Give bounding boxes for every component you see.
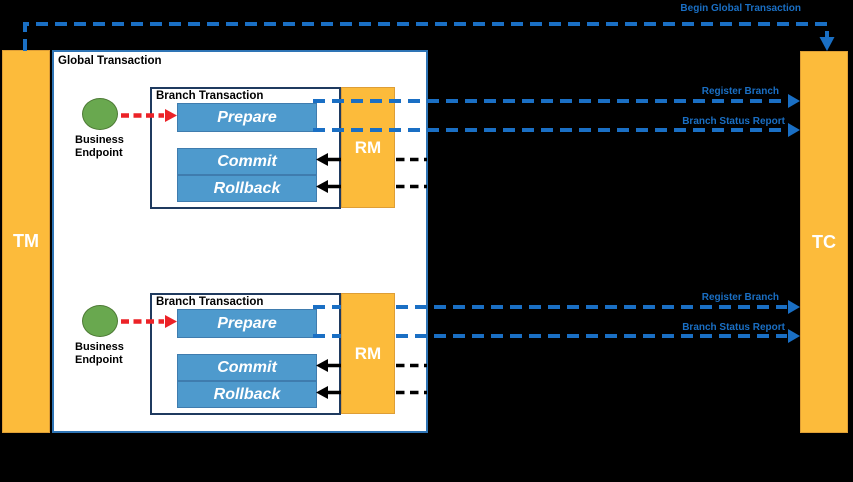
prepare-box-2: Prepare xyxy=(177,309,317,338)
business-endpoint-label-2: Business Endpoint xyxy=(75,341,124,366)
register-branch-label-2: Register Branch xyxy=(701,292,779,303)
register-branch-label-1: Register Branch xyxy=(701,86,779,97)
business-endpoint-label-1: Business Endpoint xyxy=(75,134,124,159)
rm-node-2: RM xyxy=(341,293,395,414)
prepare-box-1: Prepare xyxy=(177,103,317,132)
tc-label: TC xyxy=(812,231,836,252)
branch-status-report-label-1: Branch Status Report xyxy=(682,116,785,127)
business-endpoint-circle-1 xyxy=(82,98,118,130)
branch-transaction-title-1: Branch Transaction xyxy=(156,90,264,102)
branch-transaction-title-2: Branch Transaction xyxy=(156,296,264,308)
tm-node: TM xyxy=(2,50,50,433)
global-transaction-title: Global Transaction xyxy=(58,55,162,67)
begin-global-transaction-arrow xyxy=(23,22,835,51)
commit-box-1: Commit xyxy=(177,148,317,175)
rollback-box-1: Rollback xyxy=(177,175,317,202)
commit-box-2: Commit xyxy=(177,354,317,381)
branch-transaction-box-1: Branch Transaction Prepare Commit Rollba… xyxy=(150,87,341,209)
branch-transaction-box-2: Branch Transaction Prepare Commit Rollba… xyxy=(150,293,341,415)
rm-label-2: RM xyxy=(354,343,382,363)
tc-node: TC xyxy=(800,51,848,433)
begin-global-transaction-label: Begin Global Transaction xyxy=(680,3,801,14)
rm-label-1: RM xyxy=(354,137,382,157)
rollback-box-2: Rollback xyxy=(177,381,317,408)
branch-status-report-label-2: Branch Status Report xyxy=(682,322,785,333)
tm-label: TM xyxy=(13,231,39,251)
rm-node-1: RM xyxy=(341,87,395,208)
business-endpoint-circle-2 xyxy=(82,305,118,337)
